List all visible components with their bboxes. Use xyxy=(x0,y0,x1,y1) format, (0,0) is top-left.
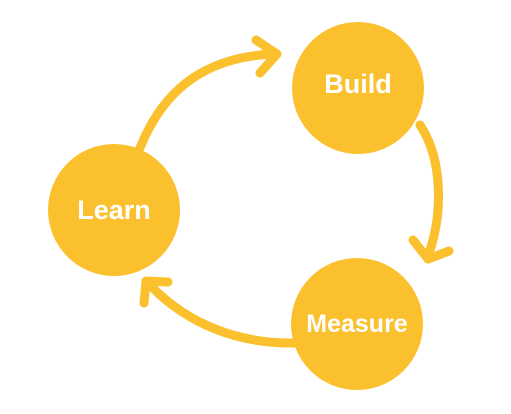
node-learn: Learn xyxy=(48,144,180,276)
arrow-learn-to-build-shaft xyxy=(135,49,278,153)
arrow-measure-to-learn xyxy=(139,276,300,348)
node-learn-circle xyxy=(48,144,180,276)
node-learn-label: Learn xyxy=(77,195,151,225)
node-measure: Measure xyxy=(291,258,423,390)
arrow-measure-to-learn-shaft xyxy=(145,280,300,348)
arrow-build-to-measure xyxy=(408,120,454,264)
arrow-build-to-measure-head xyxy=(408,235,454,264)
node-measure-label: Measure xyxy=(306,310,408,338)
node-build: Build xyxy=(292,22,424,154)
arrow-build-to-measure-shaft xyxy=(415,120,443,261)
node-measure-circle xyxy=(291,258,423,390)
arrow-learn-to-build-head xyxy=(251,35,282,78)
arrow-measure-to-learn-head xyxy=(139,276,173,308)
node-build-circle xyxy=(292,22,424,154)
arrow-learn-to-build xyxy=(135,35,282,153)
node-build-label: Build xyxy=(324,69,392,99)
